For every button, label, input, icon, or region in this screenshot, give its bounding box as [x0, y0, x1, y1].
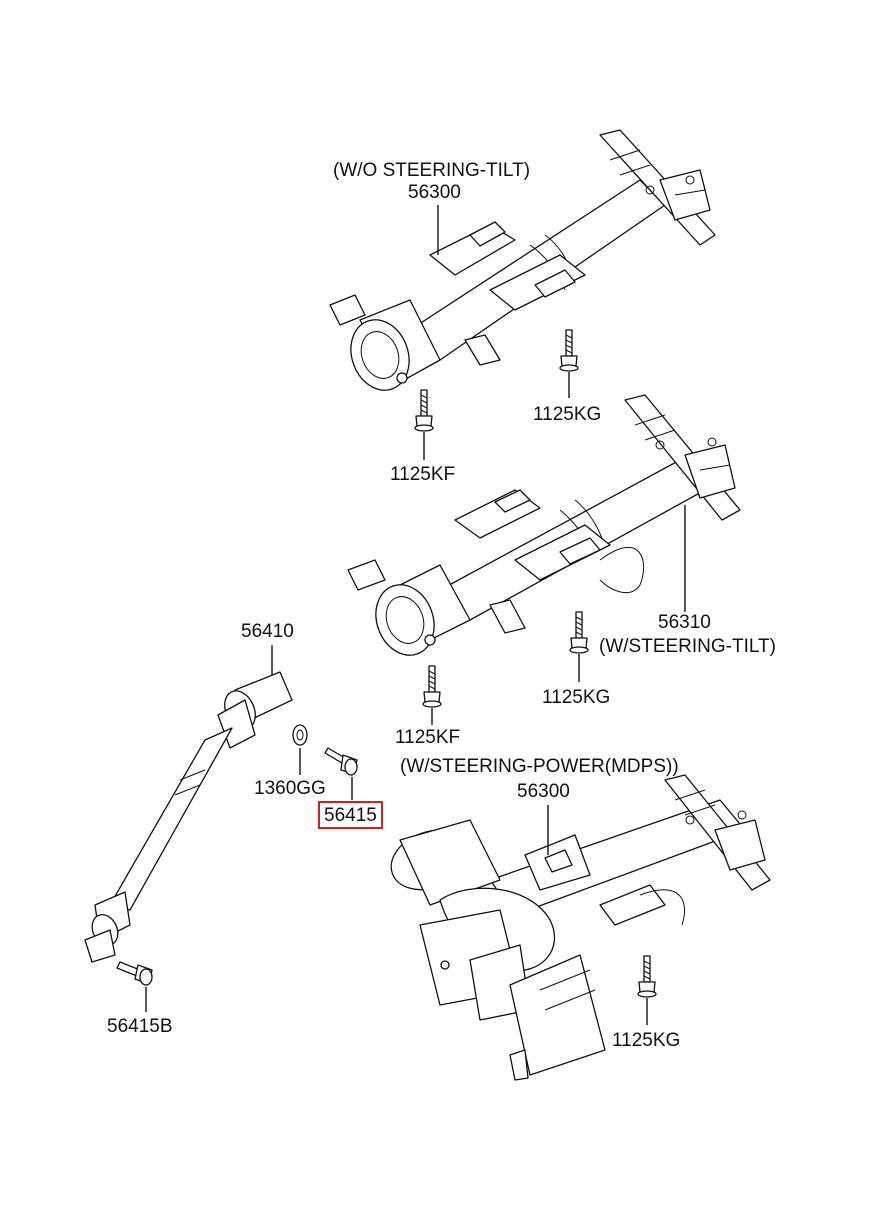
washer-1360gg-drawing[interactable]	[292, 724, 308, 746]
label-1125kg-bottom[interactable]: 1125KG	[612, 1030, 681, 1051]
bolt-56415-drawing[interactable]	[324, 747, 358, 776]
bolt-1125kg-bottom-drawing[interactable]	[637, 955, 657, 998]
bolt-1125kf-top-drawing[interactable]	[414, 389, 434, 432]
label-56410[interactable]: 56410	[241, 621, 294, 642]
label-wo-steering-tilt: (W/O STEERING-TILT)	[333, 160, 531, 181]
label-w-steering-power-mdps: (W/STEERING-POWER(MDPS))	[400, 756, 679, 777]
label-56300-top[interactable]: 56300	[408, 182, 461, 203]
bolt-1125kg-middle-drawing[interactable]	[569, 611, 589, 654]
bolt-1125kf-middle-drawing[interactable]	[422, 665, 442, 708]
label-1125kg-middle[interactable]: 1125KG	[542, 687, 611, 708]
label-1125kf-middle[interactable]: 1125KF	[395, 727, 461, 748]
label-1125kf-top[interactable]: 1125KF	[390, 464, 456, 485]
label-56415b[interactable]: 56415B	[107, 1016, 173, 1037]
bolt-56415b-drawing[interactable]	[116, 961, 153, 986]
steering-column-56300-top-drawing[interactable]	[329, 129, 716, 398]
label-56415-highlighted[interactable]: 56415	[318, 801, 383, 829]
label-w-steering-tilt: (W/STEERING-TILT)	[599, 636, 776, 657]
intermediate-shaft-56410-drawing[interactable]	[84, 671, 293, 963]
label-1125kg-top[interactable]: 1125KG	[533, 404, 602, 425]
label-56310[interactable]: 56310	[658, 612, 711, 633]
steering-column-56300-mdps-drawing[interactable]	[383, 774, 771, 1081]
label-1360gg[interactable]: 1360GG	[254, 778, 326, 799]
label-56300-mdps[interactable]: 56300	[517, 781, 570, 802]
bolt-1125kg-top-drawing[interactable]	[559, 329, 579, 372]
steering-column-56310-drawing[interactable]	[347, 394, 741, 663]
